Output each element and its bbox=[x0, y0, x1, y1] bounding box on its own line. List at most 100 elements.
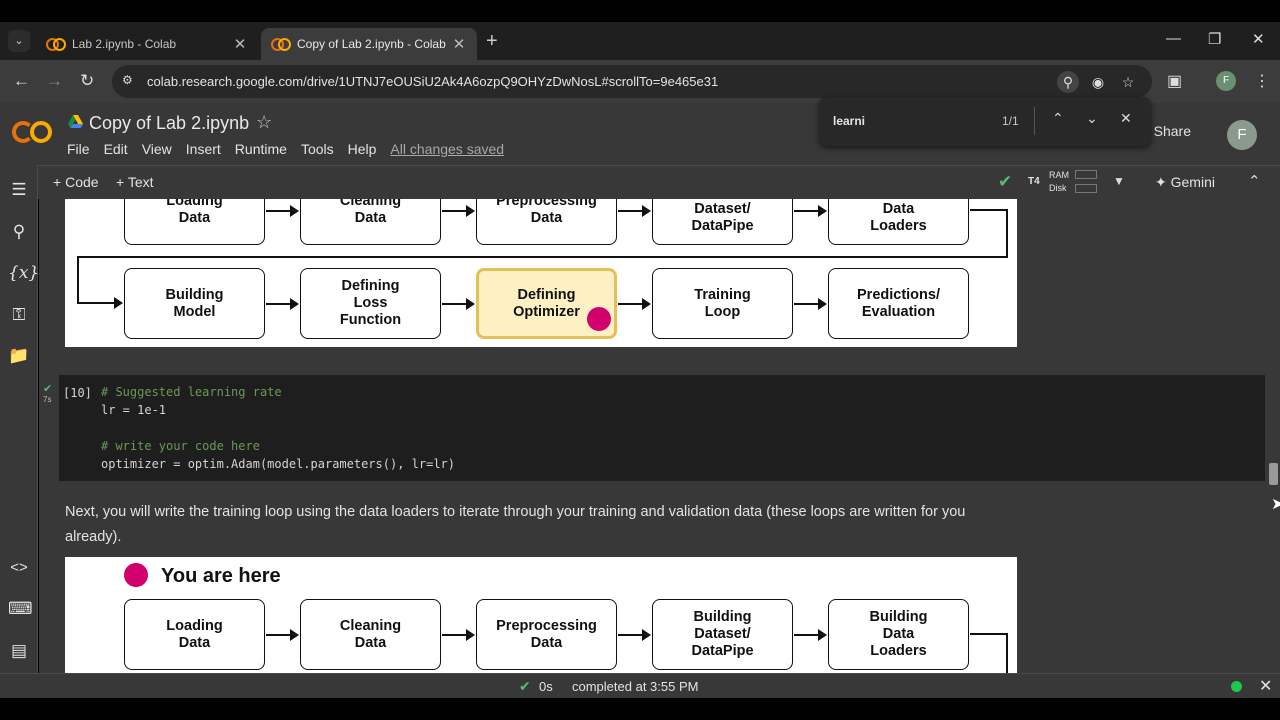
runtime-dropdown-icon[interactable]: ▼ bbox=[1113, 174, 1125, 188]
connector-line bbox=[970, 633, 1008, 635]
tab-search-dropdown[interactable]: ⌄ bbox=[8, 30, 30, 52]
minimize-icon[interactable]: — bbox=[1166, 30, 1181, 47]
flow-arrow bbox=[794, 298, 827, 310]
scrollbar-thumb[interactable] bbox=[1269, 463, 1278, 485]
tab-close-icon[interactable]: ✕ bbox=[452, 36, 466, 53]
resource-labels[interactable]: RAM Disk bbox=[1049, 169, 1069, 195]
secrets-key-icon[interactable]: ⚿ bbox=[12, 305, 26, 324]
flow-arrow bbox=[442, 298, 475, 310]
menu-file[interactable]: File bbox=[67, 141, 90, 157]
omnibox[interactable]: ⚙ colab.research.google.com/drive/1UTNJ7… bbox=[112, 65, 1152, 98]
menu-runtime[interactable]: Runtime bbox=[234, 141, 287, 157]
find-in-page-bar: learni 1/1 ⌃ ⌄ ✕ bbox=[819, 97, 1151, 146]
tab-close-icon[interactable]: ✕ bbox=[233, 36, 247, 53]
add-code-button[interactable]: + Code bbox=[53, 174, 99, 190]
browser-tab-lab2[interactable]: Lab 2.ipynb - Colab ✕ bbox=[36, 28, 258, 60]
ram-meter bbox=[1075, 170, 1097, 179]
browser-profile-avatar[interactable]: F bbox=[1216, 71, 1236, 91]
code-editor[interactable]: # Suggested learning rate lr = 1e-1 # wr… bbox=[101, 383, 455, 473]
code-cell[interactable]: [10] # Suggested learning rate lr = 1e-1… bbox=[59, 375, 1265, 481]
find-previous-icon[interactable]: ⌃ bbox=[1052, 110, 1064, 126]
collapse-header-icon[interactable]: ⌃ bbox=[1248, 173, 1261, 190]
runtime-type: T4 bbox=[1028, 176, 1040, 187]
status-message: completed at 3:55 PM bbox=[572, 679, 699, 694]
forward-icon[interactable]: → bbox=[46, 71, 63, 90]
execution-count[interactable]: [10] bbox=[63, 386, 92, 400]
connector-line bbox=[970, 209, 1008, 211]
variables-icon[interactable]: {x} bbox=[8, 263, 40, 283]
gemini-label: Gemini bbox=[1170, 174, 1215, 190]
code-line: # write your code here bbox=[101, 439, 260, 453]
search-page-icon[interactable]: ⚲ bbox=[1057, 71, 1079, 93]
code-snippets-icon[interactable]: <> bbox=[10, 559, 28, 576]
code-line: optimizer = optim.Adam(model.parameters(… bbox=[101, 457, 456, 471]
reload-icon[interactable]: ↻ bbox=[80, 71, 95, 90]
restore-icon[interactable]: ❐ bbox=[1208, 31, 1222, 48]
mouse-cursor-icon: ➤ bbox=[1271, 496, 1280, 513]
find-next-icon[interactable]: ⌄ bbox=[1086, 110, 1098, 126]
menu-help[interactable]: Help bbox=[347, 141, 377, 157]
menu-view[interactable]: View bbox=[141, 141, 172, 157]
you-are-here-label: You are here bbox=[161, 565, 281, 587]
menu-tools[interactable]: Tools bbox=[300, 141, 334, 157]
colab-logo-icon[interactable] bbox=[12, 116, 54, 148]
new-tab-button[interactable]: + bbox=[486, 30, 498, 52]
url-text: colab.research.google.com/drive/1UTNJ7eO… bbox=[147, 74, 719, 89]
user-avatar[interactable]: F bbox=[1227, 120, 1257, 150]
add-code-label: Code bbox=[65, 174, 99, 190]
save-status[interactable]: All changes saved bbox=[390, 141, 505, 157]
colab-favicon-icon bbox=[46, 38, 66, 51]
flow-arrow bbox=[618, 205, 651, 217]
bookmark-star-icon[interactable]: ☆ bbox=[1121, 74, 1135, 90]
left-sidebar: ☰ ⚲ {x} ⚿ 📁 <> ⌨ ▤ bbox=[0, 165, 40, 673]
find-input[interactable]: learni bbox=[833, 114, 866, 128]
eye-slash-icon[interactable]: ◉ bbox=[1091, 74, 1105, 90]
connected-check-icon: ✔ bbox=[998, 172, 1013, 191]
ram-label: RAM bbox=[1049, 170, 1069, 180]
search-icon[interactable]: ⚲ bbox=[12, 222, 26, 241]
top-letterbox bbox=[0, 0, 1280, 22]
find-divider bbox=[1034, 107, 1035, 135]
add-text-button[interactable]: + Text bbox=[116, 174, 154, 190]
you-are-here-marker bbox=[124, 563, 148, 587]
table-of-contents-icon[interactable]: ☰ bbox=[11, 180, 27, 199]
cell-exec-time: 7s bbox=[43, 395, 52, 404]
connector-line bbox=[77, 256, 79, 303]
flow-arrow bbox=[794, 205, 827, 217]
menu-insert[interactable]: Insert bbox=[185, 141, 221, 157]
browser-tab-copy-lab2[interactable]: Copy of Lab 2.ipynb - Colab ✕ bbox=[261, 28, 477, 60]
menu-edit[interactable]: Edit bbox=[103, 141, 128, 157]
notebook-title[interactable]: Copy of Lab 2.ipynb bbox=[89, 113, 250, 133]
gemini-button[interactable]: ✦ Gemini bbox=[1155, 174, 1215, 190]
browser-menu-icon[interactable]: ⋮ bbox=[1254, 73, 1270, 90]
star-icon[interactable]: ☆ bbox=[256, 112, 273, 132]
extensions-icon[interactable]: ▣ bbox=[1167, 73, 1183, 90]
status-close-icon[interactable]: ✕ bbox=[1259, 678, 1273, 695]
connector-line bbox=[77, 256, 1008, 258]
find-close-icon[interactable]: ✕ bbox=[1120, 110, 1132, 126]
flow-arrow bbox=[77, 297, 123, 309]
site-info-icon[interactable]: ⚙ bbox=[122, 73, 133, 87]
close-window-icon[interactable]: ✕ bbox=[1252, 31, 1265, 48]
command-palette-icon[interactable]: ⌨ bbox=[8, 599, 33, 618]
tab-title: Lab 2.ipynb - Colab bbox=[72, 37, 177, 51]
connector-line bbox=[1006, 633, 1008, 673]
colab-favicon-icon bbox=[271, 38, 291, 51]
files-folder-icon[interactable]: 📁 bbox=[8, 346, 30, 365]
back-icon[interactable]: ← bbox=[13, 71, 30, 90]
terminal-icon[interactable]: ▤ bbox=[10, 641, 28, 660]
